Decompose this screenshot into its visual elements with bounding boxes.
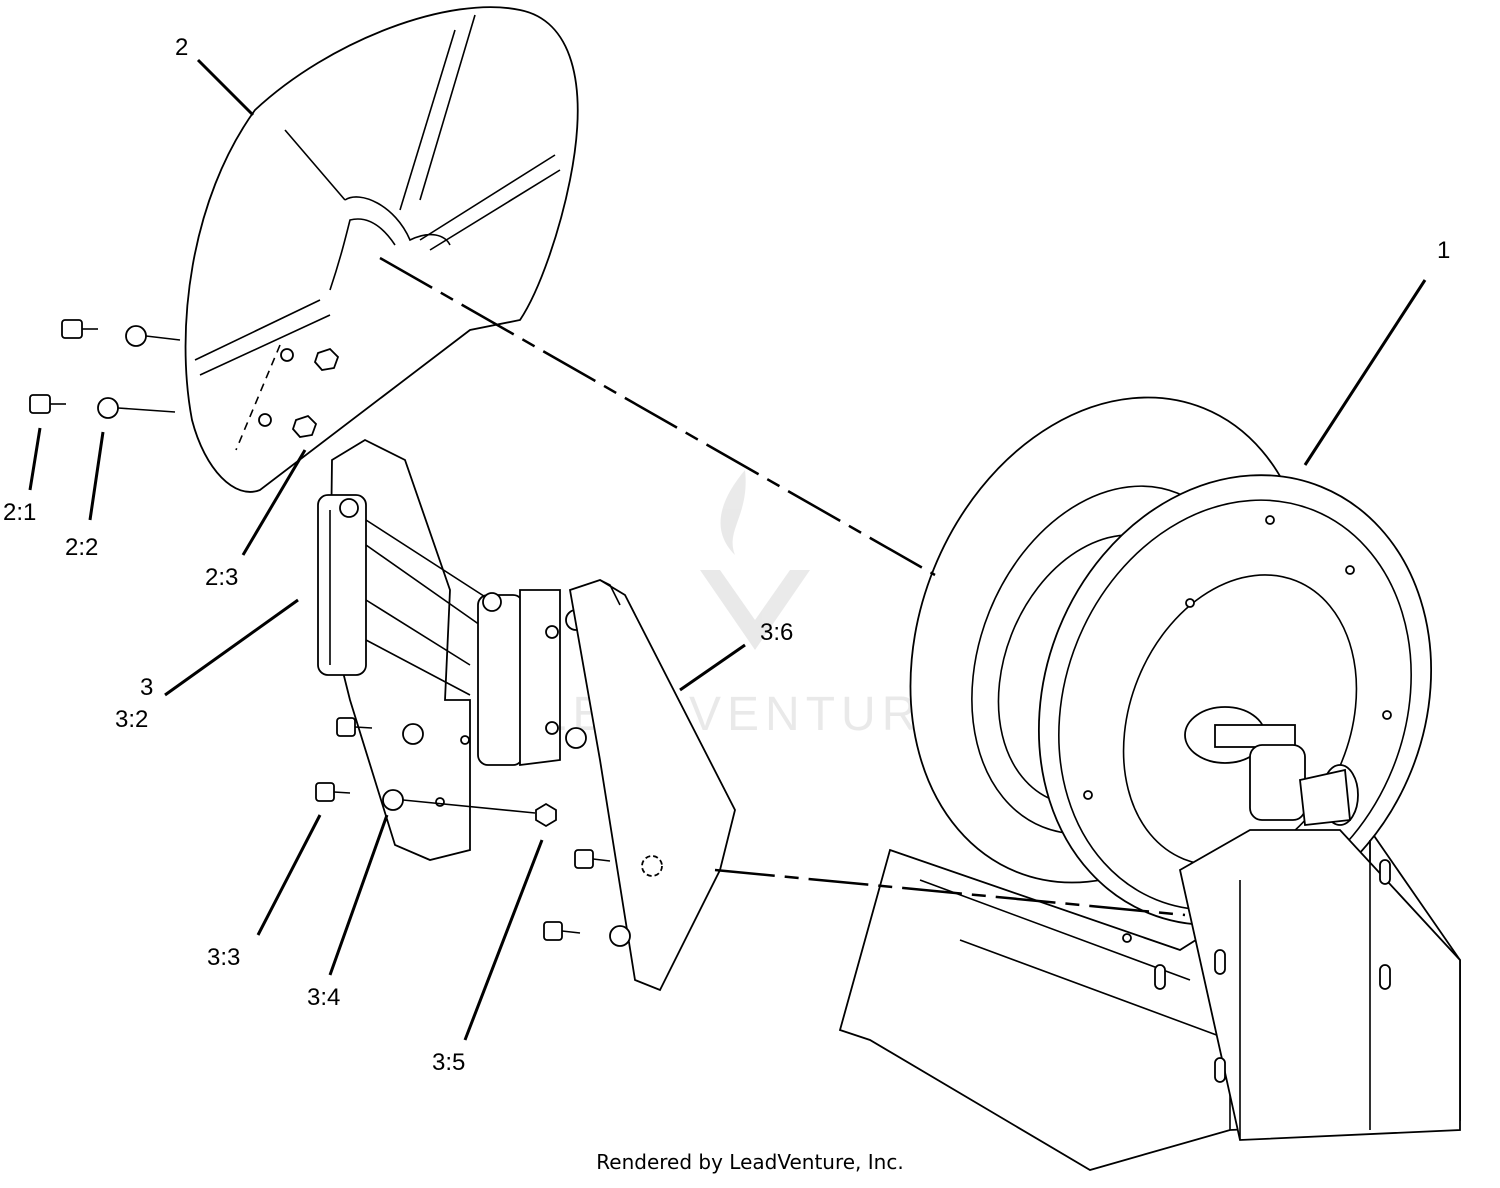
callout-3: 3	[140, 674, 153, 701]
callout-1: 1	[1437, 237, 1450, 264]
alignment-lines	[379, 256, 1186, 917]
callout-3-4: 3:4	[307, 984, 340, 1011]
callout-3-3: 3:3	[207, 944, 240, 971]
callout-2-3: 2:3	[205, 564, 238, 591]
callout-2-1: 2:1	[3, 499, 36, 526]
callout-2: 2	[175, 34, 188, 61]
callout-labels: 1 2 2:1 2:2 2:3 3 3:2 3:3 3:4 3:5 3:6	[3, 34, 1450, 1076]
callout-3-2: 3:2	[115, 706, 148, 733]
callout-3-6: 3:6	[760, 619, 793, 646]
part-3-hardware	[315, 717, 631, 947]
part-3-hinge-bracket	[317, 438, 587, 861]
part-1-hose-reel	[838, 396, 1461, 1171]
part-3-6-plate	[568, 579, 736, 992]
footer-credit: Rendered by LeadVenture, Inc.	[596, 1150, 904, 1174]
callout-3-5: 3:5	[432, 1049, 465, 1076]
callout-2-2: 2:2	[65, 534, 98, 561]
part-2-hardware	[29, 319, 340, 438]
part-2-flange-disc	[184, 6, 579, 493]
leader-lines	[28, 58, 1427, 1041]
